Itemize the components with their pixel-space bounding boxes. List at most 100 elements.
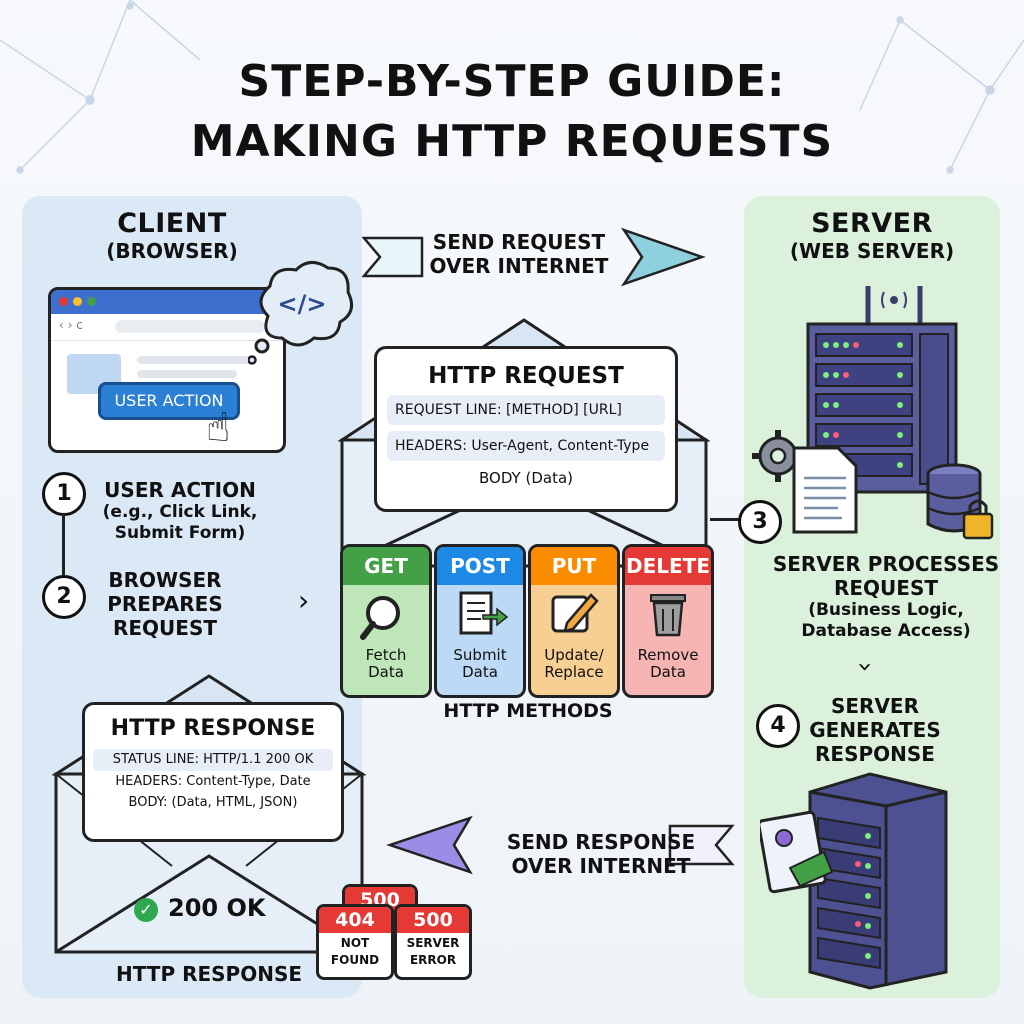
status-line-field: STATUS LINE: HTTP/1.1 200 OK (93, 749, 333, 771)
send-response-line-1: SEND RESPONSE (506, 830, 696, 854)
edit-icon (531, 585, 617, 647)
server-subtitle: (WEB SERVER) (789, 239, 955, 263)
send-request-line-2: OVER INTERNET (429, 254, 609, 278)
gear-icon (752, 430, 804, 482)
step-connector-line (62, 513, 65, 583)
step-2-line-2: PREPARES (107, 592, 223, 616)
step-1-badge: 1 (42, 472, 86, 516)
page-text-line (137, 370, 237, 378)
browser-toolbar: ‹ › c (51, 314, 283, 341)
method-delete-card: DELETE Remove Data (622, 544, 714, 698)
maximize-dot-icon (87, 297, 96, 306)
error-code-500: 500 (397, 907, 469, 933)
trash-icon (625, 585, 711, 647)
connector-line (710, 518, 740, 521)
step-3-line-2: REQUEST (833, 576, 938, 600)
method-delete-line-2: Data (650, 663, 686, 681)
send-request-label: SEND REQUEST OVER INTERNET (414, 230, 624, 278)
client-subtitle: (BROWSER) (106, 239, 238, 263)
request-body-field: BODY (Data) (478, 469, 573, 487)
step-4-text: SERVER GENERATES RESPONSE (800, 694, 950, 766)
magnifier-icon (343, 585, 429, 647)
chevron-right-icon: › (298, 584, 310, 617)
send-request-line-1: SEND REQUEST (432, 230, 606, 254)
step-1-detail-2: Submit Form) (114, 523, 246, 543)
step-4-badge: 4 (756, 704, 800, 748)
method-post-line-1: Submit (453, 646, 507, 664)
title-line-2: MAKING HTTP REQUESTS (190, 116, 834, 167)
method-post-line-2: Data (462, 663, 498, 681)
send-response-arrow (386, 815, 735, 875)
method-put-name: PUT (531, 547, 617, 585)
method-delete-line-1: Remove (637, 646, 699, 664)
browser-titlebar (51, 290, 283, 314)
page-text-line (137, 356, 257, 364)
document-icon (792, 446, 858, 534)
send-request-arrow (362, 227, 706, 287)
http-response-caption: HTTP RESPONSE (115, 962, 303, 986)
send-response-line-2: OVER INTERNET (511, 854, 691, 878)
request-headers-field: HEADERS: User-Agent, Content-Type (387, 431, 665, 461)
minimize-dot-icon (73, 297, 82, 306)
error-500-line-1: SERVER (406, 936, 460, 950)
error-code-404: 404 (319, 907, 391, 933)
http-request-title: HTTP REQUEST (428, 363, 624, 389)
error-badge-404: 404 NOT FOUND (316, 904, 394, 980)
title-line-1: STEP-BY-STEP GUIDE: (238, 56, 786, 107)
page-title: STEP-BY-STEP GUIDE: MAKING HTTP REQUESTS (0, 52, 1024, 172)
error-badge-500: 500 SERVER ERROR (394, 904, 472, 980)
error-404-line-1: NOT (340, 936, 370, 950)
chevron-down-icon: › (850, 661, 881, 673)
http-methods-row: GET Fetch Data POST Submit Data PUT Upda… (340, 544, 716, 698)
check-circle-icon: ✓ (134, 898, 158, 922)
step-1-text: USER ACTION (e.g., Click Link, Submit Fo… (90, 478, 270, 544)
step-1-detail-1: (e.g., Click Link, (102, 502, 258, 522)
response-body-field: BODY: (Data, HTML, JSON) (128, 795, 298, 810)
method-put-line-1: Update/ (544, 646, 604, 664)
method-post-card: POST Submit Data (434, 544, 526, 698)
response-headers-field: HEADERS: Content-Type, Date (115, 774, 311, 789)
request-line-field: REQUEST LINE: [METHOD] [URL] (387, 395, 665, 425)
method-post-name: POST (437, 547, 523, 585)
method-get-card: GET Fetch Data (340, 544, 432, 698)
client-title: CLIENT (117, 208, 227, 239)
error-500-line-2: ERROR (409, 953, 457, 967)
browser-window: ‹ › c (48, 287, 286, 453)
method-delete-name: DELETE (625, 547, 711, 585)
step-2-line-1: BROWSER (108, 568, 222, 592)
http-request-card: HTTP REQUEST REQUEST LINE: [METHOD] [URL… (374, 346, 678, 512)
send-response-label: SEND RESPONSE OVER INTERNET (486, 830, 716, 878)
nav-arrows-icon: ‹ › c (59, 318, 83, 332)
method-get-line-2: Data (368, 663, 404, 681)
http-response-title: HTTP RESPONSE (110, 716, 316, 741)
method-put-card: PUT Update/ Replace (528, 544, 620, 698)
step-4-line-2: GENERATES (809, 718, 941, 742)
method-get-line-1: Fetch (365, 646, 407, 664)
method-put-line-2: Replace (544, 663, 604, 681)
step-2-badge: 2 (42, 575, 86, 619)
database-lock-icon (926, 463, 994, 540)
http-methods-caption: HTTP METHODS (443, 700, 613, 722)
client-header: CLIENT (BROWSER) (22, 208, 322, 263)
server-title: SERVER (811, 208, 933, 239)
address-bar (115, 320, 265, 333)
step-2-text: BROWSER PREPARES REQUEST (90, 568, 240, 640)
step-3-text: SERVER PROCESSES REQUEST (Business Logic… (756, 552, 1016, 642)
status-ok-label: 200 OK (168, 894, 266, 922)
step-3-detail-2: Database Access) (801, 621, 971, 641)
step-1-title: USER ACTION (104, 478, 256, 502)
pointer-hand-icon: ☝ (206, 405, 231, 451)
close-dot-icon (59, 297, 68, 306)
server-tower-icon (760, 772, 948, 990)
step-3-detail-1: (Business Logic, (808, 600, 964, 620)
step-4-line-1: SERVER (830, 694, 919, 718)
server-header: SERVER (WEB SERVER) (744, 208, 1000, 263)
http-response-card: HTTP RESPONSE STATUS LINE: HTTP/1.1 200 … (82, 702, 344, 842)
document-arrow-icon (437, 585, 523, 647)
step-2-line-3: REQUEST (112, 616, 217, 640)
user-action-button[interactable]: USER ACTION (98, 382, 240, 420)
step-4-line-3: RESPONSE (815, 742, 935, 766)
code-thought-bubble (248, 261, 354, 365)
